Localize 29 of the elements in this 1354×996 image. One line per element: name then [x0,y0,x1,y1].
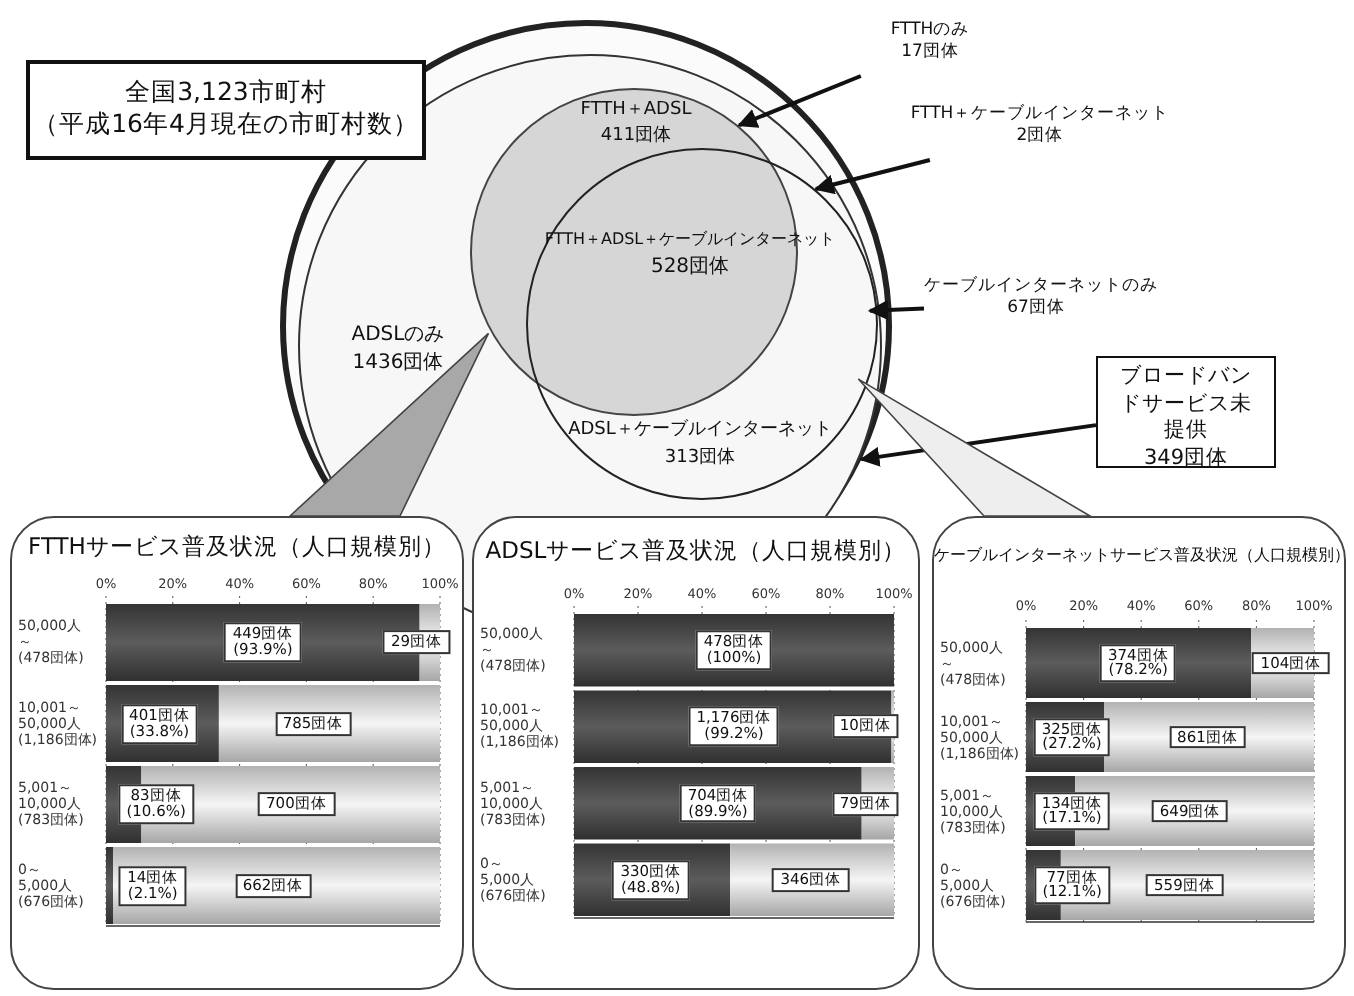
count-label: ケーブルインターネットのみ [924,276,1158,298]
region-label: 411団体 [598,126,674,148]
region-label: FTTH＋ADSL [578,100,694,122]
info-text: （平成16年4月現在の市町村数） [33,108,419,141]
region-label: ADSLのみ [349,324,447,348]
info-text: 全国3,123市町村 [125,76,327,109]
count-label: 17団体 [901,42,959,65]
arrow [813,158,931,195]
chart-title: FTTHサービス普及状況（人口規模別） [26,534,448,562]
count-label: 2団体 [1016,126,1064,149]
chart-panel [932,516,1346,990]
region-label: ADSL＋ケーブルインターネット [566,420,834,442]
region-label: 528団体 [648,256,732,280]
arrow [867,300,925,321]
callout-pointer [287,332,490,517]
info-box [26,60,426,160]
chart-panel [472,516,920,990]
callout-pointer [857,378,1093,517]
info-text: 349団体 [1143,445,1229,474]
info-box [1096,356,1276,468]
region-label: 1436団体 [350,352,446,376]
region-label: 313団体 [662,448,738,470]
count-label: FTTH＋ケーブルインターネット [910,104,1170,126]
chart-panel [10,516,464,990]
arrow [737,74,862,128]
chart-title: ADSLサービス普及状況（人口規模別） [483,538,909,566]
count-label: 67団体 [1007,298,1065,321]
count-label: FTTHのみ [890,20,970,42]
info-text: ブロードバンドサービス未提供 [1118,364,1254,446]
